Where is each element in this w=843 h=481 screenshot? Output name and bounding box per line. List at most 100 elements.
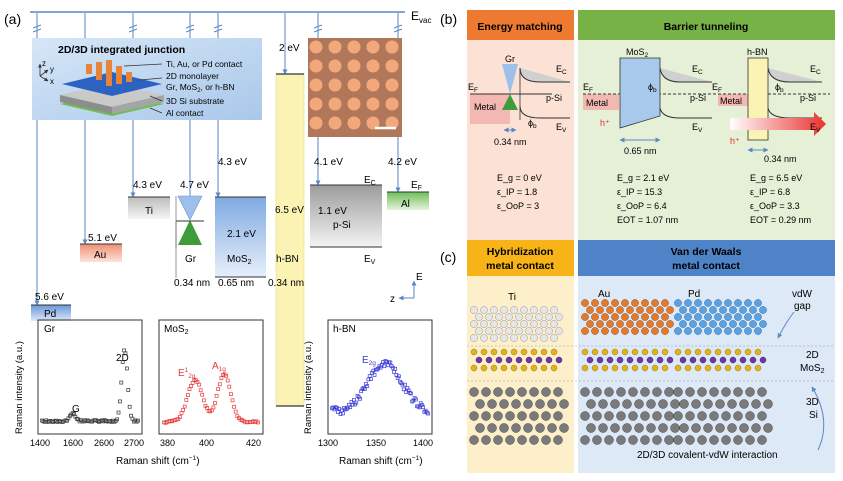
svg-text:1350: 1350 [366, 438, 386, 448]
atom [728, 400, 737, 409]
svg-text:400: 400 [199, 438, 214, 448]
micro-dot [329, 117, 342, 130]
atom [587, 424, 596, 433]
atom [546, 357, 552, 363]
atom [704, 313, 711, 320]
atom [674, 313, 681, 320]
svg-text:380: 380 [160, 438, 175, 448]
atom [591, 299, 598, 306]
svg-text:1400: 1400 [30, 438, 50, 448]
wf-gr: 4.7 eV [180, 180, 209, 191]
axis-e: E [416, 272, 423, 283]
atom [476, 400, 485, 409]
raman-point [185, 398, 188, 401]
atom [591, 327, 598, 334]
atom [635, 424, 644, 433]
atom [667, 357, 673, 363]
atom [674, 299, 681, 306]
raman-point [180, 411, 183, 414]
atom [680, 400, 689, 409]
atom [602, 349, 608, 355]
atom [516, 357, 522, 363]
atom [758, 436, 767, 445]
label-al: Al [401, 199, 410, 210]
atom [665, 436, 674, 445]
micro-dot [367, 79, 380, 92]
micro-dot [348, 98, 361, 111]
atom [641, 313, 648, 320]
atom [471, 349, 477, 355]
atom [512, 424, 521, 433]
atom [606, 320, 613, 327]
atom [671, 424, 680, 433]
svg-text:Metal: Metal [586, 98, 608, 108]
atom [752, 400, 761, 409]
raman-point [128, 405, 131, 408]
label-au: Au [94, 250, 106, 261]
atom [541, 365, 547, 371]
atom [642, 349, 648, 355]
atom [480, 334, 487, 341]
svg-text:1600: 1600 [63, 438, 83, 448]
atom [480, 306, 487, 313]
atom [749, 320, 756, 327]
atom [599, 424, 608, 433]
atom [582, 365, 588, 371]
svg-text:h-BN: h-BN [747, 47, 768, 57]
svg-text:h⁺: h⁺ [600, 118, 610, 128]
raman-point [183, 405, 186, 408]
svg-text:EC: EC [364, 175, 376, 187]
svg-text:0.34 nm: 0.34 nm [764, 154, 797, 164]
atom [470, 412, 479, 421]
atom [662, 349, 668, 355]
atom [596, 306, 603, 313]
raman-point [368, 375, 371, 378]
raman-point [120, 381, 123, 384]
atom [631, 299, 638, 306]
atom [651, 327, 658, 334]
atom [541, 349, 547, 355]
atom [661, 327, 668, 334]
atom [617, 388, 626, 397]
gap-mos2: 2.1 eV [227, 229, 256, 240]
energy-axis-icon [399, 281, 414, 298]
svg-text:2700: 2700 [124, 438, 144, 448]
micro-dot [310, 79, 323, 92]
atom [734, 327, 741, 334]
atom [704, 400, 713, 409]
atom [490, 306, 497, 313]
raman-point [231, 399, 234, 402]
svg-text:Metal: Metal [474, 102, 496, 112]
atom [521, 365, 527, 371]
svg-text:E_g = 2.1 eV: E_g = 2.1 eV [617, 173, 669, 183]
raman-point [186, 394, 189, 397]
atom [481, 365, 487, 371]
inset-title: 2D/3D integrated junction [58, 44, 185, 56]
wf-si: 4.1 eV [314, 157, 343, 168]
atom [482, 388, 491, 397]
atom [593, 436, 602, 445]
micro-dot [386, 60, 399, 73]
atom [621, 299, 628, 306]
layer-label-si: 3D Si substrate [166, 96, 224, 106]
atom [646, 306, 653, 313]
micro-dot [367, 60, 380, 73]
atom [758, 412, 767, 421]
micro-dot [310, 117, 323, 130]
atom [511, 365, 517, 371]
atom [629, 436, 638, 445]
atom [636, 306, 643, 313]
svg-text:ε_OoP = 3.3: ε_OoP = 3.3 [750, 201, 800, 211]
atom [554, 412, 563, 421]
atom [734, 313, 741, 320]
atom [674, 436, 683, 445]
atom [629, 412, 638, 421]
raman-hbn-title: h-BN [333, 324, 356, 335]
raman-point [130, 414, 133, 417]
atom [635, 400, 644, 409]
evac-label: Evac [411, 9, 431, 25]
peak-a1g: A1g [212, 361, 226, 373]
atom [470, 320, 477, 327]
